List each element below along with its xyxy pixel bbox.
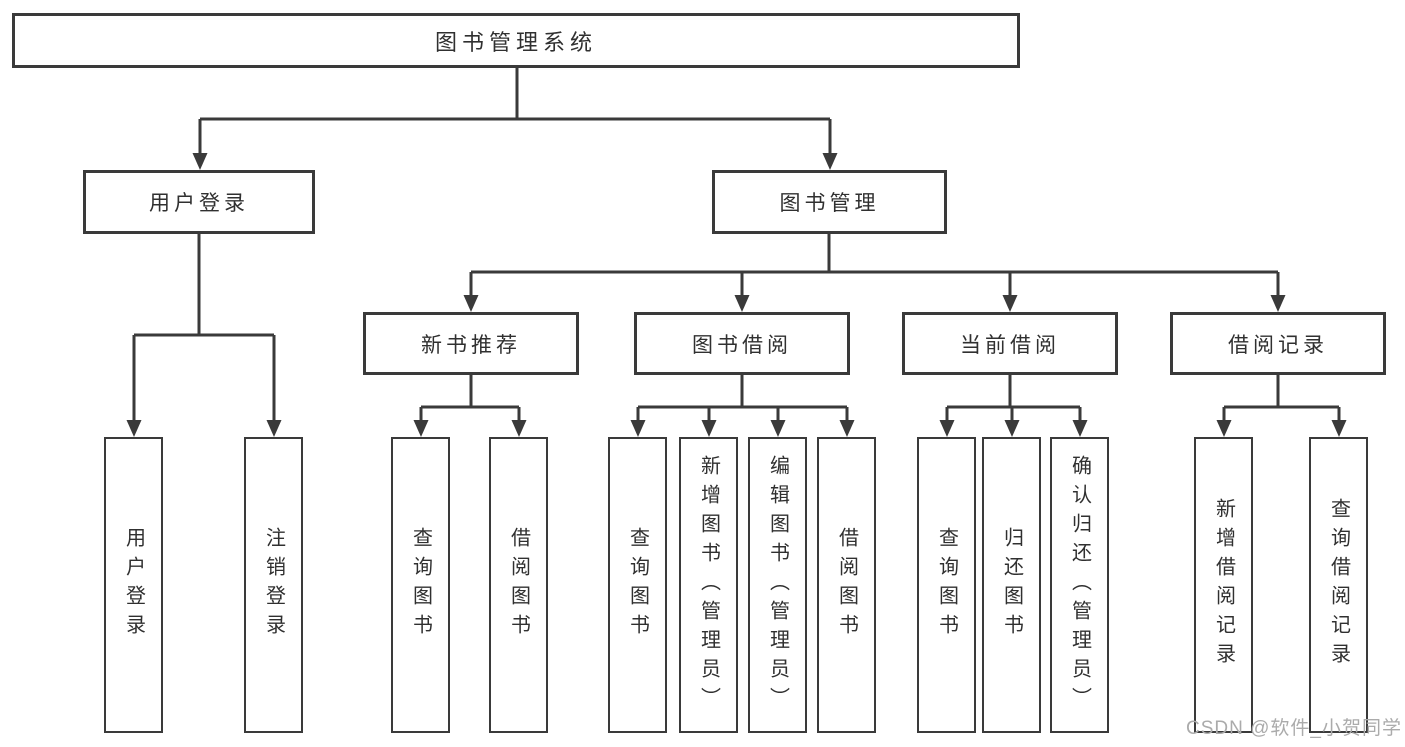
connector-root bbox=[198, 68, 832, 155]
csdn-watermark: CSDN @软件_小贺同学 bbox=[1186, 718, 1402, 739]
leaf-query-books-borrow-label: 查询图书 bbox=[626, 527, 649, 643]
leaf-query-books-recommend-label: 查询图书 bbox=[409, 527, 432, 643]
connector-book-borrow bbox=[636, 375, 849, 422]
node-book-borrow-label: 图书借阅 bbox=[692, 333, 792, 357]
leaf-edit-book-admin-label: 编辑图书（管理员） bbox=[766, 454, 789, 716]
node-root-label: 图书管理系统 bbox=[434, 29, 597, 55]
leaf-user-login: 用户登录 bbox=[104, 437, 163, 733]
connector-borrow-records bbox=[1222, 375, 1341, 422]
leaf-borrow-book: 借阅图书 bbox=[817, 437, 876, 733]
connector-book-management bbox=[469, 234, 1280, 297]
node-book-management-label: 图书管理 bbox=[779, 192, 880, 215]
node-borrow-records-label: 借阅记录 bbox=[1228, 333, 1328, 357]
leaf-add-borrow-record: 新增借阅记录 bbox=[1194, 437, 1253, 733]
leaf-query-borrow-record-label: 查询借阅记录 bbox=[1327, 498, 1350, 672]
connector-current-borrow bbox=[945, 375, 1082, 422]
node-current-borrow-label: 当前借阅 bbox=[960, 333, 1060, 357]
leaf-query-borrow-record: 查询借阅记录 bbox=[1309, 437, 1368, 733]
leaf-query-books-current-label: 查询图书 bbox=[935, 527, 958, 643]
leaf-user-login-label: 用户登录 bbox=[122, 527, 145, 643]
leaf-logout-label: 注销登录 bbox=[262, 527, 285, 643]
node-new-book-recommend: 新书推荐 bbox=[363, 312, 579, 375]
leaf-return-book: 归还图书 bbox=[982, 437, 1041, 733]
leaf-query-books-current: 查询图书 bbox=[917, 437, 976, 733]
leaf-confirm-return-admin-label: 确认归还（管理员） bbox=[1068, 454, 1091, 716]
arrowheads bbox=[126, 153, 1347, 437]
node-current-borrow: 当前借阅 bbox=[902, 312, 1118, 375]
leaf-edit-book-admin: 编辑图书（管理员） bbox=[748, 437, 807, 733]
leaf-query-books-borrow: 查询图书 bbox=[608, 437, 667, 733]
node-root: 图书管理系统 bbox=[12, 13, 1020, 68]
leaf-borrow-books-recommend-label: 借阅图书 bbox=[507, 527, 530, 643]
leaf-confirm-return-admin: 确认归还（管理员） bbox=[1050, 437, 1109, 733]
node-book-management: 图书管理 bbox=[712, 170, 947, 234]
leaf-borrow-book-label: 借阅图书 bbox=[835, 527, 858, 643]
leaf-logout: 注销登录 bbox=[244, 437, 303, 733]
connector-new-book-recommend bbox=[419, 375, 521, 422]
node-book-borrow: 图书借阅 bbox=[634, 312, 850, 375]
leaf-add-book-admin: 新增图书（管理员） bbox=[679, 437, 738, 733]
leaf-add-book-admin-label: 新增图书（管理员） bbox=[697, 454, 720, 716]
leaf-return-book-label: 归还图书 bbox=[1000, 527, 1023, 643]
leaf-add-borrow-record-label: 新增借阅记录 bbox=[1212, 498, 1235, 672]
node-user-login-label: 用户登录 bbox=[149, 192, 249, 215]
node-user-login: 用户登录 bbox=[83, 170, 315, 234]
node-borrow-records: 借阅记录 bbox=[1170, 312, 1386, 375]
node-new-book-recommend-label: 新书推荐 bbox=[421, 333, 521, 357]
connector-user-login bbox=[132, 234, 276, 422]
leaf-query-books-recommend: 查询图书 bbox=[391, 437, 450, 733]
leaf-borrow-books-recommend: 借阅图书 bbox=[489, 437, 548, 733]
